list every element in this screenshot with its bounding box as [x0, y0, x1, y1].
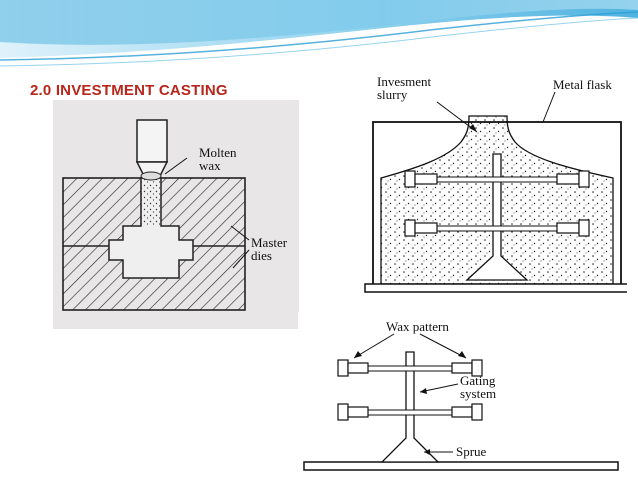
molten-label: Molten: [199, 145, 237, 160]
gating-label: Gating: [460, 373, 496, 388]
system-label: system: [460, 386, 497, 401]
metal-flask-drawing: [364, 91, 627, 293]
metal-flask-label: Metal flask: [553, 77, 612, 92]
wax-pattern-drawing: [303, 333, 619, 471]
dies-label: dies: [251, 248, 272, 263]
sprue-label: Sprue: [456, 444, 487, 459]
master-dies-drawing: [62, 119, 250, 311]
header-wave-banner: [0, 0, 638, 67]
metal-flask-figure: Invesment slurry Metal flask: [357, 70, 627, 300]
master-dies-figure: Molten wax Master dies: [53, 100, 299, 329]
slurry-label: slurry: [377, 87, 408, 102]
slide-title: 2.0 INVESTMENT CASTING: [30, 82, 228, 99]
wax-pattern-label: Wax pattern: [386, 319, 449, 334]
wax-pattern-figure: Wax pattern Gating system Sprue: [298, 312, 623, 478]
master-label: Master: [251, 235, 288, 250]
invesment-label: Invesment: [377, 74, 432, 89]
wax-label: wax: [199, 158, 221, 173]
